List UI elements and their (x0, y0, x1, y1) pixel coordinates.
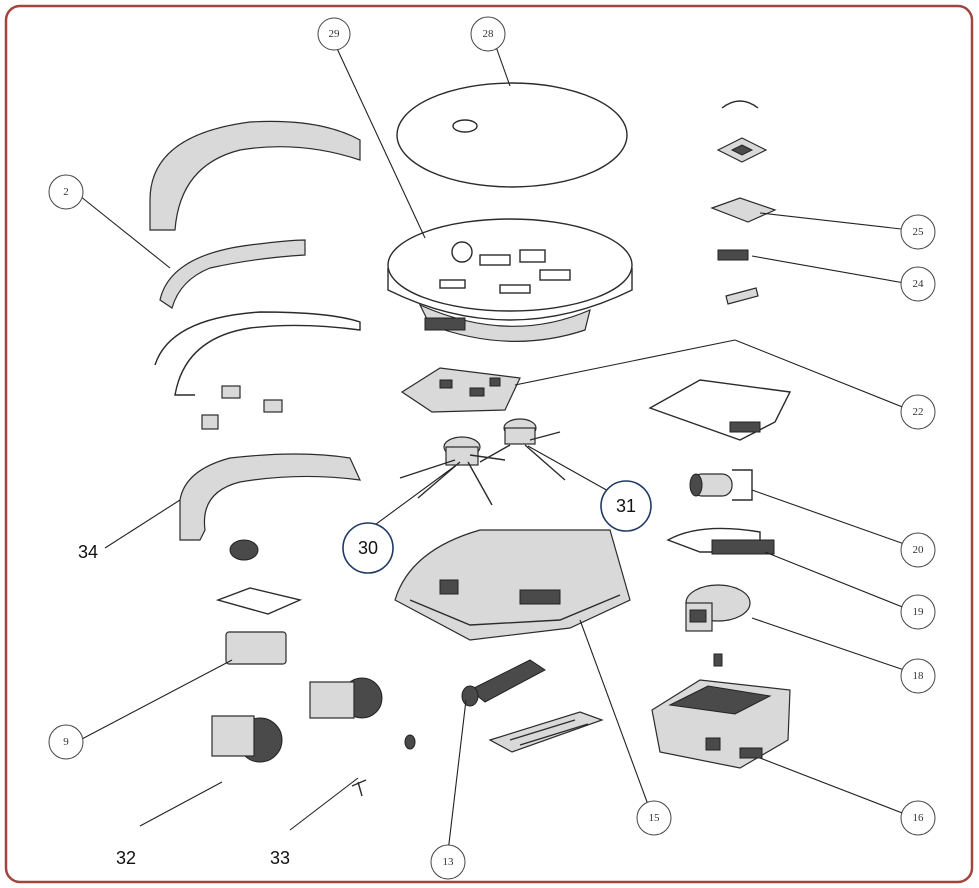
svg-text:31: 31 (616, 496, 636, 516)
part-roller-housing (666, 527, 775, 555)
part-bumper-strip (159, 239, 306, 309)
part-wheel-left (211, 715, 283, 763)
svg-text:24: 24 (913, 278, 925, 290)
part-main-brush (461, 659, 546, 707)
callout-29: 29 (317, 17, 351, 51)
callout-28: 28 (470, 16, 506, 52)
part-cover-plate (215, 587, 303, 615)
callout-16: 16 (900, 800, 936, 836)
svg-text:29: 29 (329, 28, 341, 40)
added-label-34: 34 (78, 542, 98, 562)
svg-text:25: 25 (913, 226, 925, 238)
callout-18: 18 (900, 658, 936, 694)
part-top-cover (396, 82, 628, 188)
part-connector-24 (717, 249, 749, 261)
part-small-button (716, 137, 768, 163)
part-motor (689, 469, 753, 501)
part-main-board (400, 367, 521, 413)
callout-15: 15 (636, 800, 672, 836)
part-screw-33 (351, 734, 416, 797)
part-small-ring (721, 100, 759, 109)
part-bumper-inner (154, 311, 361, 396)
svg-text:2: 2 (63, 186, 69, 198)
svg-text:9: 9 (63, 736, 69, 748)
added-callout-31: 31 (600, 480, 652, 532)
callout-22: 22 (900, 394, 936, 430)
part-fan (685, 584, 751, 667)
svg-text:20: 20 (913, 544, 925, 556)
part-dust-bin (651, 679, 791, 769)
part-upper-chassis (387, 218, 633, 342)
part-lower-chassis (394, 529, 631, 641)
part-bumper-frame (179, 453, 361, 541)
svg-text:18: 18 (913, 670, 925, 682)
callout-13: 13 (430, 844, 466, 880)
part-side-brush-left (399, 436, 506, 506)
callout-2: 2 (48, 174, 84, 210)
part-caster-wheel (229, 539, 259, 561)
callout-9: 9 (48, 724, 84, 760)
part-bumper-outer (149, 120, 361, 231)
callout-24: 24 (900, 266, 936, 302)
callout-20: 20 (900, 532, 936, 568)
part-side-brush-right (479, 418, 566, 481)
part-brush-frame (488, 711, 604, 753)
svg-text:15: 15 (649, 812, 661, 824)
part-small-plate (725, 287, 759, 305)
part-battery (225, 631, 287, 665)
svg-text:19: 19 (913, 606, 925, 618)
svg-text:16: 16 (913, 812, 925, 824)
svg-text:28: 28 (483, 28, 495, 40)
part-bottom-plate (648, 379, 792, 441)
svg-text:30: 30 (358, 538, 378, 558)
svg-text:22: 22 (913, 406, 924, 418)
part-board-25 (710, 197, 777, 223)
callout-19: 19 (900, 594, 936, 630)
part-small-blocks (201, 385, 283, 430)
added-callout-30: 30 (342, 522, 394, 574)
part-wheel-right (309, 677, 383, 719)
leader-lines (79, 41, 911, 853)
diagram-border (4, 4, 974, 884)
added-label-33: 33 (270, 848, 290, 868)
added-label-32: 32 (116, 848, 136, 868)
svg-text:13: 13 (443, 856, 455, 868)
callout-25: 25 (900, 214, 936, 250)
